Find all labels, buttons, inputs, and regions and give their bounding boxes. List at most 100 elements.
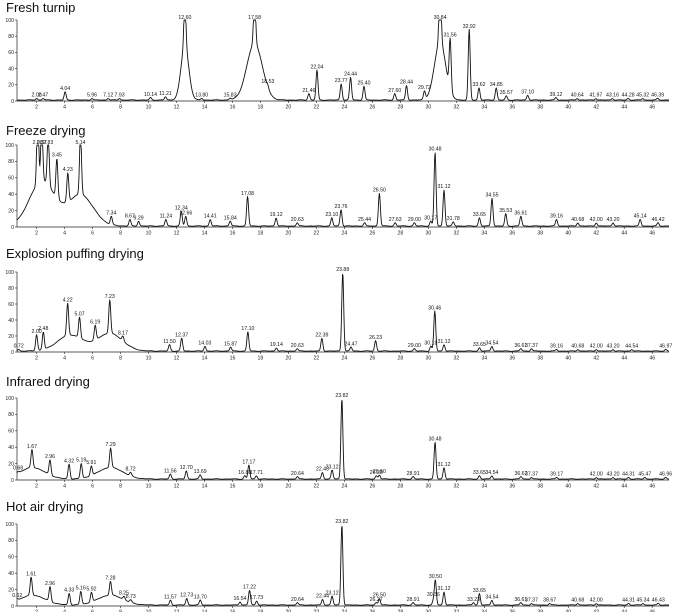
x-tick-label: 42 [593,484,599,490]
x-tick-label: 36 [509,356,515,362]
peak-label: 17.22 [243,585,256,591]
peak-label: 26.27 [370,597,383,603]
x-tick-label: 4 [63,610,66,612]
peak-label: 44.54 [625,344,638,350]
peak-label: 31.12 [438,339,451,345]
y-tick-label: 80 [8,412,14,418]
peak-label: 2.83 [43,140,53,146]
x-tick-label: 36 [509,231,515,237]
peak-label: 8.25 [119,590,129,596]
x-tick-label: 38 [537,484,543,490]
peak-label: 39.16 [550,344,563,350]
peak-label: 13.80 [195,93,208,99]
peak-label: 2.08 [33,140,43,146]
peak-label: 0.72 [14,344,24,350]
x-tick-label: 42 [593,231,599,237]
peak-label: 23.12 [326,464,339,470]
peak-label: 15.83 [224,92,237,98]
peak-label: 26.50 [373,469,386,475]
peak-label: 8.72 [126,467,136,473]
peak-label: 11.50 [163,339,176,345]
x-tick-label: 12 [174,356,180,362]
x-tick-label: 4 [63,484,66,490]
x-tick-label: 38 [537,231,543,237]
peak-label: 24.47 [344,341,357,347]
x-tick-label: 16 [230,105,236,111]
x-tick-label: 34 [481,484,487,490]
peak-label: 30.36 [427,592,440,598]
peak-label: 23.76 [335,204,348,210]
x-tick-label: 34 [481,231,487,237]
peak-label: 26.28 [370,470,383,476]
peak-label: 46.39 [651,93,664,99]
x-tick-label: 38 [537,356,543,362]
peak-label: 14.03 [198,341,211,347]
peak-label: 36.61 [514,597,527,603]
peak-label: 21.46 [302,88,315,94]
peak-label: 17.73 [250,595,263,601]
x-tick-label: 18 [258,484,264,490]
x-tick-label: 28 [397,484,403,490]
chromatogram-trace [16,399,670,480]
peak-label: 34.55 [486,192,499,198]
x-tick-label: 30 [425,231,431,237]
peak-label: 28.91 [407,597,420,603]
peak-label: 27.63 [389,217,402,223]
y-tick-label: 40 [8,192,14,198]
peak-label: 17.17 [242,459,255,465]
x-tick-label: 10 [146,356,152,362]
y-tick-label: 60 [8,302,14,308]
peak-label: 35.53 [499,208,512,214]
peak-label: 3.45 [52,153,62,159]
x-tick-label: 24 [342,356,348,362]
peak-label: 38.67 [543,598,556,604]
peak-label: 44.31 [622,472,635,478]
y-tick-label: 0 [11,99,14,105]
peak-label: 5.07 [74,311,84,317]
peak-label: 2.37 [37,140,47,146]
x-tick-label: 2 [35,231,38,237]
x-tick-label: 4 [63,231,66,237]
peak-label: 4.32 [64,458,74,464]
peak-label: 45.14 [634,214,647,220]
x-tick-label: 40 [565,231,571,237]
peak-label: 11.21 [159,91,172,97]
peak-label: 42.00 [590,472,603,478]
x-tick-label: 12 [174,105,180,111]
y-tick-label: 20 [8,334,14,340]
y-tick-label: 0 [11,604,14,610]
peak-label: 46.97 [659,344,672,350]
x-tick-label: 8 [119,610,122,612]
chromatogram-trace [16,144,670,227]
peak-label: 23.10 [325,212,338,218]
peak-label: 25.40 [357,81,370,87]
x-tick-label: 44 [621,105,627,111]
peak-label: 24.44 [344,72,357,78]
peak-label: 30.18 [424,340,437,346]
peak-label: 20.64 [291,597,304,603]
peak-label: 5.96 [87,93,97,99]
peak-label: 43.16 [606,93,619,99]
peak-label: 42.00 [590,344,603,350]
x-tick-label: 30 [425,610,431,612]
peak-label: 4.04 [60,86,70,92]
y-tick-label: 100 [5,522,14,528]
x-tick-label: 22 [314,231,320,237]
x-tick-label: 38 [537,105,543,111]
peak-label: 7.34 [106,210,116,216]
peak-label: 13.69 [194,469,207,475]
peak-label: 28.44 [400,80,413,86]
peak-label: 5.19 [76,458,86,464]
x-tick-label: 32 [453,484,459,490]
chromatogram-trace [16,525,670,606]
peak-label: 43.20 [607,472,620,478]
peak-label: 27.60 [388,88,401,94]
x-tick-label: 40 [565,105,571,111]
peak-label: 7.93 [115,93,125,99]
chromatogram-trace [16,19,670,101]
x-tick-label: 18 [258,356,264,362]
x-tick-label: 2 [35,610,38,612]
peak-label: 23.77 [335,78,348,84]
